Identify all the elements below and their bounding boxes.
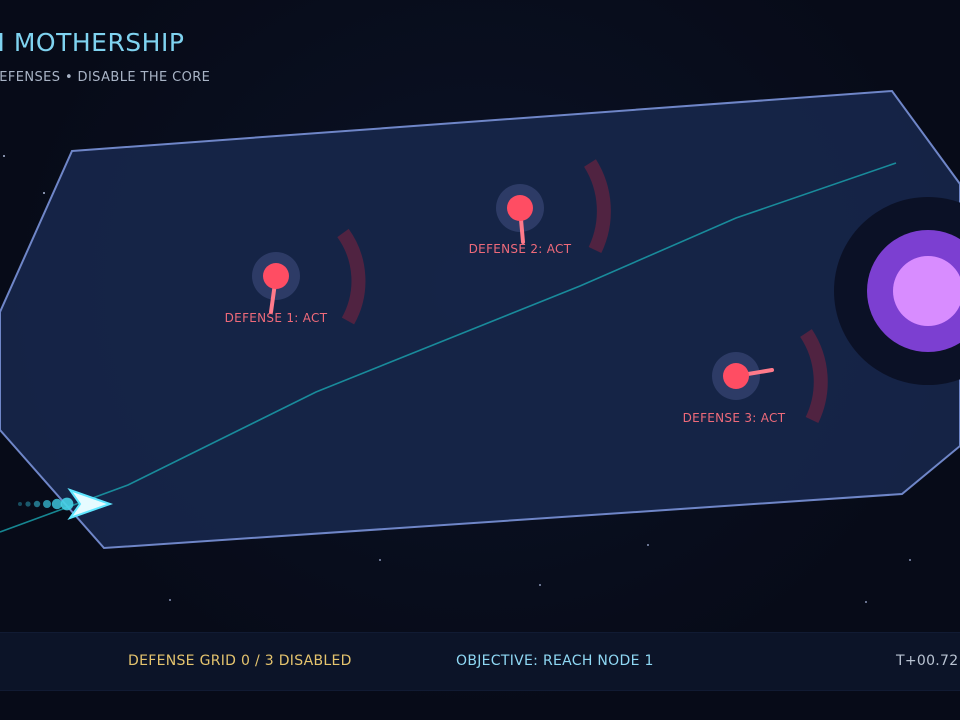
turret-range-arc <box>337 228 366 325</box>
turret-icon <box>507 195 533 221</box>
defense-grid-status: DEFENSE GRID 0 / 3 DISABLED <box>128 653 352 669</box>
flight-path <box>0 162 897 533</box>
mission-timer: T+00.72 <box>896 653 959 669</box>
defense-label-1: DEFENSE 1: ACT <box>225 311 328 325</box>
player-ship[interactable] <box>18 488 114 520</box>
turret-range-arc <box>800 329 828 424</box>
arrowhead-ship-icon <box>67 488 114 520</box>
defense-turret-2[interactable]: DEFENSE 2: ACT <box>469 159 611 256</box>
star <box>169 599 171 601</box>
star <box>43 192 45 194</box>
defense-label-2: DEFENSE 2: ACT <box>469 242 572 256</box>
star <box>3 155 5 157</box>
mothership-hull <box>0 89 960 550</box>
mission-title: ON MOTHERSHIP <box>0 28 185 57</box>
turret-icon <box>723 363 749 389</box>
defense-label-3: DEFENSE 3: ACT <box>683 411 786 425</box>
mission-subtitle: ADE DEFENSES • DISABLE THE CORE <box>0 70 211 85</box>
star <box>539 584 541 586</box>
star <box>909 559 911 561</box>
defense-turret-1[interactable]: DEFENSE 1: ACT <box>225 228 366 325</box>
turret-icon <box>263 263 289 289</box>
status-bar: DEFENSE GRID 0 / 3 DISABLED OBJECTIVE: R… <box>0 632 960 691</box>
mothership-core-icon[interactable] <box>834 197 960 385</box>
star <box>647 544 649 546</box>
engine-trail <box>18 497 74 511</box>
star <box>379 559 381 561</box>
turret-range-arc <box>583 159 611 254</box>
objective-status: OBJECTIVE: REACH NODE 1 <box>456 653 654 669</box>
starfield <box>3 155 911 603</box>
defense-turret-3[interactable]: DEFENSE 3: ACT <box>683 329 828 425</box>
star <box>865 601 867 603</box>
